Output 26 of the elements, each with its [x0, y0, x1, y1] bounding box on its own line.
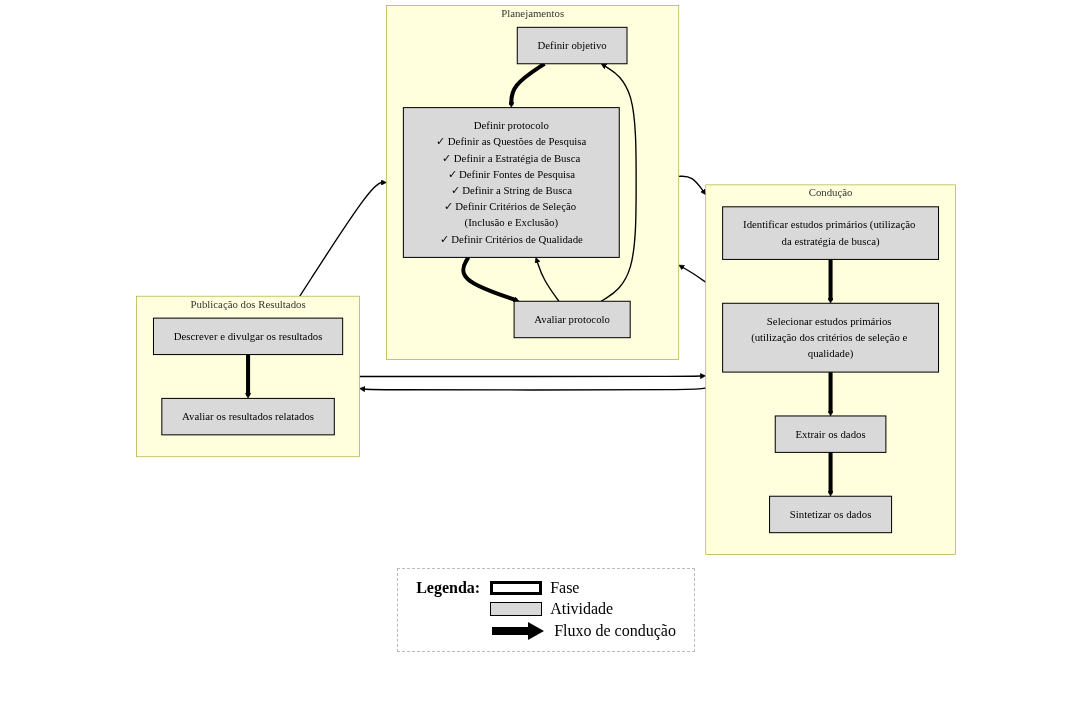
- arrow: [299, 179, 387, 297]
- node-box: Definir protocolo ✓ Definir as Questões de Pesquisa ✓ Definir a Estratégia de Busca ✓ Definir Fontes de Pesquisa ✓ Definir a String de Busca ✓ Definir Critérios de Seleção (Inclusão e Exclusão) ✓ Definir Critérios de Qualidade: [402, 107, 620, 258]
- node-box: Selecionar estudos primários (utilização dos critérios de seleção e qualidade): [722, 302, 940, 373]
- node-box: Definir objetivo: [516, 26, 628, 65]
- arrow: [827, 452, 834, 497]
- node-box: Identificar estudos primários (utilização da estratégia de busca): [722, 206, 940, 260]
- arrow: [508, 62, 546, 108]
- legend-text: Fluxo de condução: [554, 622, 676, 640]
- arrow: [359, 386, 707, 393]
- arrow: [245, 354, 252, 399]
- arrow: [534, 257, 560, 302]
- arrow: [827, 259, 834, 304]
- arrow: [678, 264, 707, 283]
- node-box: Sintetizar os dados: [769, 495, 893, 534]
- legend-text: Fase: [550, 579, 580, 597]
- legend-text: Atividade: [550, 600, 614, 618]
- node-box: Descrever e divulgar os resultados: [152, 317, 344, 356]
- arrow: [461, 256, 520, 303]
- node-box: Extrair os dados: [774, 415, 887, 453]
- legend-heading: Legenda:: [416, 579, 481, 599]
- node-box: Avaliar os resultados relatados: [161, 397, 335, 436]
- node-box: Avaliar protocolo: [513, 300, 631, 339]
- arrow: [358, 373, 706, 380]
- arrow: [678, 175, 706, 195]
- arrow: [600, 63, 637, 302]
- arrow: [827, 372, 834, 417]
